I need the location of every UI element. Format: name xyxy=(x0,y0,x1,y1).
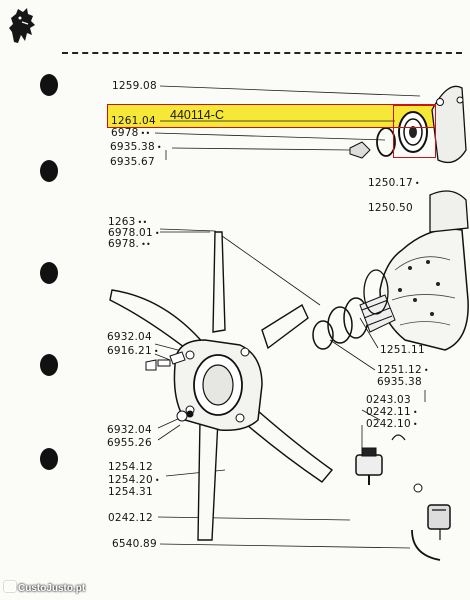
punch-hole xyxy=(40,262,58,284)
part-label: 6978•• xyxy=(111,127,151,139)
part-label: 6932.04 xyxy=(107,331,152,343)
fan-housing xyxy=(379,190,469,351)
watermark-text: CustoJusto.pt xyxy=(18,583,86,594)
pulley-spring-assembly xyxy=(312,269,396,350)
part-label: 0243.03 xyxy=(366,394,411,406)
watermark: CustoJusto.pt xyxy=(4,581,85,594)
punch-hole xyxy=(40,354,58,376)
part-label: 1251.12• xyxy=(377,364,429,376)
part-label: 6916.21• xyxy=(107,345,159,357)
part-label: 6935.38• xyxy=(110,141,162,153)
punch-hole xyxy=(40,160,58,182)
bearing-assembly xyxy=(349,85,467,164)
part-label: 1261.04 xyxy=(111,115,156,127)
bearing-highlight-frame xyxy=(393,105,436,158)
hub-bolts xyxy=(145,351,194,422)
part-label: 1251.11 xyxy=(380,344,425,356)
part-label: 6955.26 xyxy=(107,437,152,449)
highlight-band xyxy=(107,104,434,128)
part-label: 1263•• xyxy=(108,216,148,228)
part-label: 1250.50 xyxy=(368,202,413,214)
part-label: 1254.20• xyxy=(108,474,160,486)
part-label: 6932.04 xyxy=(107,424,152,436)
dashed-page-rule xyxy=(62,52,462,54)
part-label: 1250.17• xyxy=(368,177,420,189)
part-label: 1254.31 xyxy=(108,486,153,498)
fan-hub xyxy=(173,339,263,432)
part-label: 6978.01• xyxy=(108,227,160,239)
leader-lines xyxy=(154,85,433,549)
reference-code: 440114-C xyxy=(170,108,224,122)
part-label: 6540.89 xyxy=(112,538,157,550)
punch-hole xyxy=(40,448,58,470)
part-label: 0242.12 xyxy=(108,512,153,524)
part-label: 0242.10• xyxy=(366,418,418,430)
thermo-switch-parts xyxy=(355,434,451,561)
part-label: 1254.12 xyxy=(108,461,153,473)
camera-icon xyxy=(4,581,16,592)
part-label: 1259.08 xyxy=(112,80,157,92)
lion-logo-icon xyxy=(9,8,35,43)
part-label: 6978.•• xyxy=(108,238,151,250)
part-label: 0242.11• xyxy=(366,406,418,418)
reference-highlight-frame xyxy=(107,104,436,128)
part-label: 6935.67 xyxy=(110,156,155,168)
part-label: 6935.38 xyxy=(377,376,422,388)
punch-hole xyxy=(40,74,58,96)
